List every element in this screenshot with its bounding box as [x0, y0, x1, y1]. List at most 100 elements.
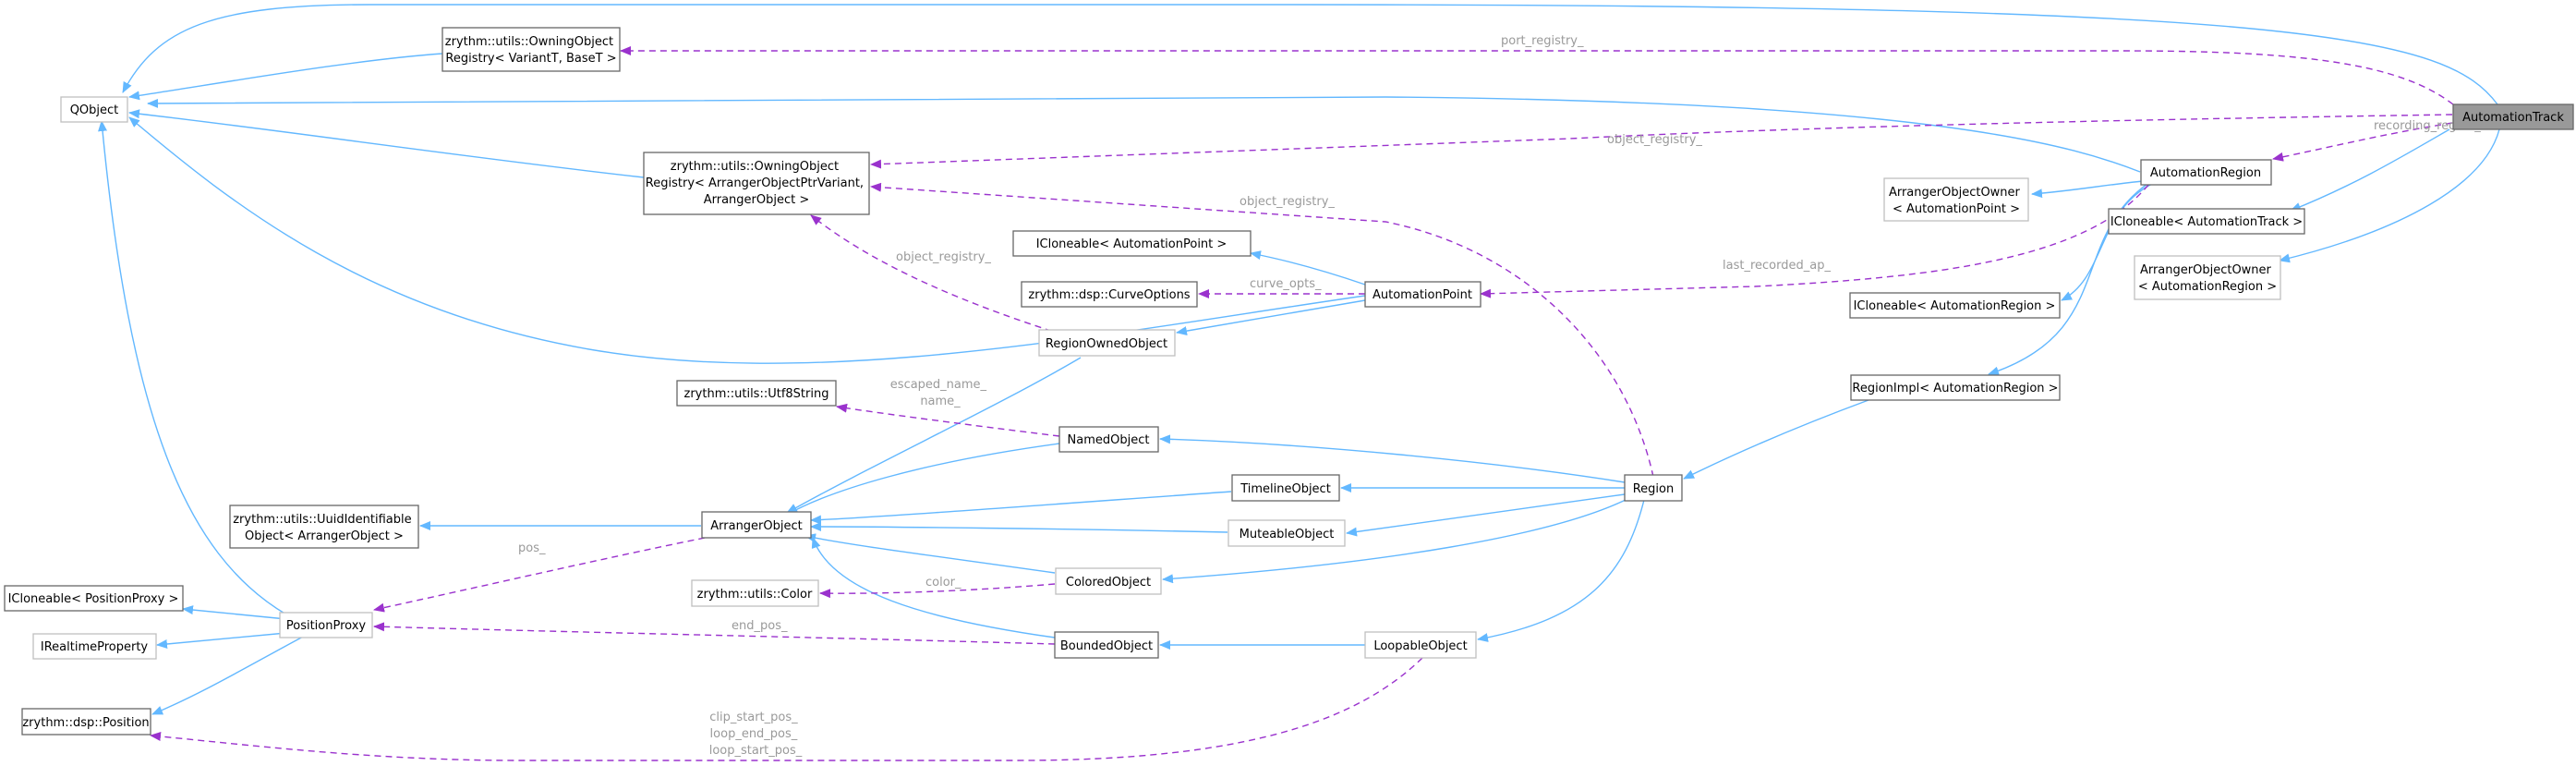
- usage-recording-region: [2272, 122, 2453, 162]
- node-uuid-identifiable[interactable]: zrythm::utils::UuidIdentifiable Object< …: [229, 505, 419, 549]
- edge-region-to-muteable: [1346, 493, 1626, 537]
- node-icloneable-point[interactable]: ICloneable< AutomationPoint >: [1012, 230, 1252, 257]
- usage-port-registry: [620, 46, 2454, 105]
- edge-region-impl-to-region: [1683, 399, 1869, 480]
- svg-text:zrythm::dsp::Position: zrythm::dsp::Position: [22, 716, 149, 730]
- edge-region-to-named: [1159, 434, 1626, 483]
- nodes: QObject zrythm::utils::OwningObject Regi…: [4, 27, 2574, 736]
- edge-colored-to-arranger: [804, 533, 1056, 574]
- node-colored-object[interactable]: ColoredObject: [1055, 567, 1162, 595]
- edge-named-to-arranger: [786, 443, 1060, 516]
- node-color[interactable]: zrythm::utils::Color: [691, 579, 819, 607]
- svg-text:RegionOwnedObject: RegionOwnedObject: [1046, 337, 1167, 351]
- svg-text:LoopableObject: LoopableObject: [1373, 639, 1467, 653]
- svg-text:RegionImpl< AutomationRegion >: RegionImpl< AutomationRegion >: [1852, 382, 2058, 395]
- svg-text:QObject: QObject: [70, 103, 119, 117]
- node-irealtime-property[interactable]: IRealtimeProperty: [32, 633, 157, 660]
- edge-label-escaped-name: escaped_name_ name_: [890, 378, 990, 408]
- usage-pos: [373, 537, 706, 613]
- svg-text:TimelineObject: TimelineObject: [1240, 482, 1331, 496]
- node-region-impl[interactable]: RegionImpl< AutomationRegion >: [1850, 374, 2061, 401]
- svg-text:zrythm::dsp::CurveOptions: zrythm::dsp::CurveOptions: [1028, 288, 1190, 302]
- edge-timeline-to-arranger: [810, 491, 1232, 525]
- edge-label-color: color_: [925, 576, 961, 590]
- edge-label-pos: pos_: [518, 541, 546, 555]
- svg-text:zrythm::utils::OwningObject: zrythm::utils::OwningObject Registry< Ar…: [646, 160, 867, 207]
- node-utf8string[interactable]: zrythm::utils::Utf8String: [676, 380, 837, 407]
- svg-text:ICloneable< AutomationRegion >: ICloneable< AutomationRegion >: [1854, 299, 2056, 313]
- node-named-object[interactable]: NamedObject: [1058, 426, 1159, 453]
- node-region[interactable]: Region: [1624, 474, 1683, 502]
- edge-label-curve-opts: curve_opts_: [1250, 277, 1322, 291]
- edge-posproxy-to-icloneable: [182, 605, 287, 620]
- svg-text:ICloneable< AutomationPoint >: ICloneable< AutomationPoint >: [1036, 237, 1228, 251]
- node-loopable-object[interactable]: LoopableObject: [1364, 631, 1477, 659]
- node-automation-region[interactable]: AutomationRegion: [2140, 159, 2272, 186]
- node-arranger-owner-point[interactable]: ArrangerObjectOwner < AutomationPoint >: [1883, 177, 2029, 222]
- usage-last-recorded-ap: [1480, 184, 2149, 298]
- svg-text:ICloneable< PositionProxy >: ICloneable< PositionProxy >: [8, 592, 179, 606]
- svg-text:MuteableObject: MuteableObject: [1240, 528, 1335, 541]
- node-timeline-object[interactable]: TimelineObject: [1231, 474, 1340, 502]
- edge-automation-region-to-qobject: [147, 96, 2141, 173]
- svg-text:zrythm::utils::Utf8String: zrythm::utils::Utf8String: [684, 387, 829, 401]
- edge-muteable-to-arranger: [810, 522, 1228, 533]
- usage-color: [819, 583, 1056, 599]
- edge-point-to-icloneable-point: [1250, 250, 1366, 286]
- edge-label-object-registry-track: object_registry_: [1607, 133, 1702, 147]
- svg-text:BoundedObject: BoundedObject: [1060, 639, 1153, 653]
- edge-label-last-recorded-ap: last_recorded_ap_: [1723, 259, 1831, 273]
- node-dsp-position[interactable]: zrythm::dsp::Position: [21, 708, 151, 736]
- edge-label-clip-positions: clip_start_pos_ loop_end_pos_ loop_start…: [709, 711, 803, 758]
- edge-region-to-colored: [1162, 498, 1628, 584]
- svg-text:ArrangerObjectOwner <: ArrangerObjectOwner < AutomationPoint >: [1889, 186, 2024, 216]
- node-arranger-object[interactable]: ArrangerObject: [701, 511, 812, 539]
- usage-object-registry-track: [870, 114, 2453, 169]
- edge-posproxy-to-dsp-position: [151, 635, 306, 715]
- edge-track-to-icloneable-track: [2290, 128, 2450, 212]
- node-automation-track[interactable]: AutomationTrack: [2452, 103, 2574, 130]
- node-qobject[interactable]: QObject: [60, 96, 128, 123]
- usage-clip-positions: [150, 657, 1423, 761]
- svg-text:zrythm::utils::OwningObject: zrythm::utils::OwningObject Registry< Va…: [445, 35, 617, 66]
- node-icloneable-region[interactable]: ICloneable< AutomationRegion >: [1849, 292, 2061, 319]
- node-icloneable-posproxy[interactable]: ICloneable< PositionProxy >: [4, 585, 184, 612]
- node-region-owned-object[interactable]: RegionOwnedObject: [1038, 329, 1176, 357]
- edge-owning-arranger-to-qobject: [128, 109, 645, 178]
- node-bounded-object[interactable]: BoundedObject: [1054, 631, 1159, 659]
- usage-end-pos: [373, 622, 1056, 645]
- usage-object-registry-region: [870, 182, 1654, 478]
- svg-text:ColoredObject: ColoredObject: [1066, 576, 1151, 590]
- edge-track-to-qobject: [122, 4, 2498, 105]
- svg-text:PositionProxy: PositionProxy: [286, 619, 367, 633]
- usage-object-registry-owned: [810, 214, 1063, 335]
- node-owning-registry-variant[interactable]: zrythm::utils::OwningObject Registry< Va…: [441, 27, 621, 72]
- edge-region-to-region-impl: [1988, 183, 2148, 376]
- edge-region-to-arranger-owner-point: [2031, 180, 2144, 199]
- node-automation-point[interactable]: AutomationPoint: [1364, 281, 1482, 308]
- svg-text:zrythm::utils::UuidIdentifiabl: zrythm::utils::UuidIdentifiable Object< …: [233, 513, 416, 543]
- node-muteable-object[interactable]: MuteableObject: [1228, 519, 1346, 547]
- edge-owning-variant-to-qobject: [128, 53, 443, 101]
- svg-text:zrythm::utils::Color: zrythm::utils::Color: [697, 588, 813, 602]
- edge-track-to-arranger-owner-region: [2279, 128, 2500, 263]
- node-arranger-owner-region[interactable]: ArrangerObjectOwner < AutomationRegion >: [2134, 255, 2281, 300]
- edge-region-to-icloneable-region: [2061, 183, 2153, 301]
- node-curve-options[interactable]: zrythm::dsp::CurveOptions: [1021, 281, 1198, 308]
- edge-region-to-loopable: [1477, 499, 1645, 642]
- node-owning-registry-arranger[interactable]: zrythm::utils::OwningObject Registry< Ar…: [643, 152, 870, 215]
- svg-text:ArrangerObject: ArrangerObject: [710, 519, 803, 533]
- usage-escaped-name: [836, 403, 1060, 437]
- svg-text:AutomationTrack: AutomationTrack: [2462, 111, 2564, 125]
- svg-text:ArrangerObjectOwner <: ArrangerObjectOwner < AutomationRegion >: [2138, 263, 2277, 294]
- node-icloneable-track[interactable]: ICloneable< AutomationTrack >: [2108, 208, 2305, 235]
- node-position-proxy[interactable]: PositionProxy: [279, 612, 373, 638]
- edge-label-object-registry-owned: object_registry_: [896, 250, 991, 264]
- edge-label-port-registry: port_registry_: [1501, 34, 1584, 48]
- edge-bounded-to-arranger: [811, 537, 1056, 638]
- edge-label-end-pos: end_pos_: [732, 619, 788, 633]
- edge-point-to-region-owned: [1176, 299, 1366, 335]
- svg-text:ICloneable< AutomationTrack >: ICloneable< AutomationTrack >: [2110, 215, 2303, 229]
- edges: [98, 4, 2500, 761]
